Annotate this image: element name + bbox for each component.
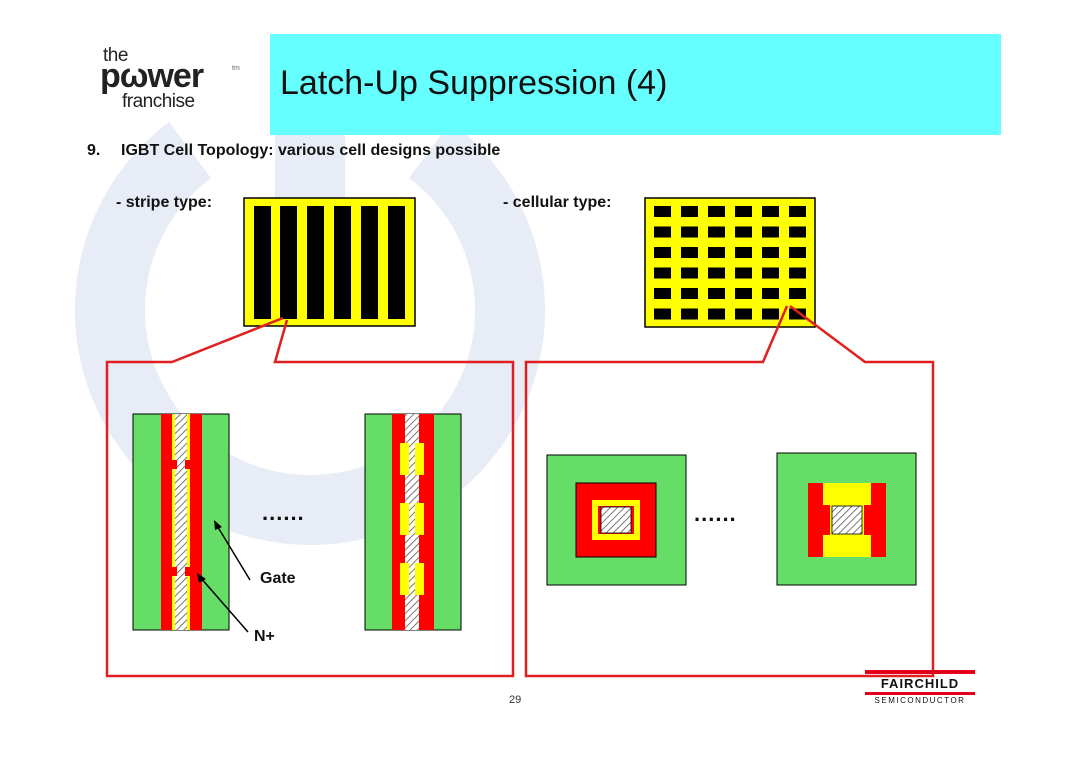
cellular-cell (762, 247, 779, 258)
ellipsis-left: ...... (262, 500, 305, 525)
cellular-type-label: - cellular type: (503, 194, 612, 211)
stripe-callout-outline (105, 316, 515, 678)
cellular-cell (708, 267, 725, 279)
cellular-cell (708, 247, 725, 258)
ellipsis-right: ...... (694, 501, 737, 526)
cellular-cell (789, 247, 806, 258)
cellular-cell (762, 308, 779, 320)
gate-label: Gate (260, 570, 296, 587)
fairchild-logo: FAIRCHILD SEMICONDUCTOR (865, 670, 975, 710)
cellular-cell (654, 308, 671, 320)
cellular-detail-2 (776, 452, 917, 586)
cellular-cell (789, 226, 806, 238)
cellular-cell (735, 226, 752, 238)
cellular-cell (735, 288, 752, 299)
cellular-cell (735, 267, 752, 279)
logo-the-text: the (103, 45, 128, 66)
cellular-cell (762, 206, 779, 217)
slide-title: Latch-Up Suppression (4) (280, 64, 668, 102)
subtitle-number: 9. (87, 142, 101, 159)
cellular-cell-overview (644, 197, 816, 328)
stripe-type-label: - stripe type: (116, 194, 213, 211)
logo-power-text: pωwer (100, 57, 204, 95)
logo-tm-text: tm (232, 65, 240, 72)
cellular-cell (762, 226, 779, 238)
logo-franchise-text: franchise (122, 91, 195, 112)
logo-bar-top (865, 670, 975, 674)
cellular-cell (681, 226, 698, 238)
cellular-cell (654, 206, 671, 217)
power-franchise-logo: the pωwer tm franchise (95, 45, 245, 115)
page-number: 29 (509, 694, 522, 706)
stripe-detail-2 (364, 413, 462, 631)
logo-bar-mid (865, 692, 975, 695)
cellular-cell (708, 308, 725, 320)
cellular-cell (708, 288, 725, 299)
cellular-cell (681, 267, 698, 279)
cellular-cell (681, 288, 698, 299)
cellular-cell (735, 206, 752, 217)
company-name: FAIRCHILD (880, 676, 960, 691)
stripe-detail-1 (132, 413, 230, 631)
cellular-cell (681, 206, 698, 217)
cellular-cell (681, 247, 698, 258)
cellular-cell (654, 288, 671, 299)
gate-arrow (215, 523, 251, 581)
cellular-cell (654, 267, 671, 279)
n-plus-label: N+ (254, 628, 275, 645)
cellular-cell (735, 308, 752, 320)
subtitle-text: IGBT Cell Topology: various cell designs… (121, 142, 501, 159)
nplus-arrow (199, 576, 249, 633)
cellular-cell (654, 226, 671, 238)
cellular-cell (789, 308, 806, 320)
cellular-cell (708, 206, 725, 217)
cellular-cell (654, 247, 671, 258)
cellular-cell (735, 247, 752, 258)
cellular-cell (681, 308, 698, 320)
cellular-cell (789, 288, 806, 299)
cellular-cell (762, 267, 779, 279)
cellular-cell (708, 226, 725, 238)
stripe-cell-overview (243, 197, 416, 327)
cellular-detail-1 (546, 454, 687, 586)
company-division: SEMICONDUCTOR (874, 696, 966, 705)
title-bar: Latch-Up Suppression (4) (270, 34, 1001, 135)
cellular-callout-outline (524, 304, 935, 678)
cellular-cell (789, 267, 806, 279)
cellular-cell (762, 288, 779, 299)
cellular-cell (789, 206, 806, 217)
